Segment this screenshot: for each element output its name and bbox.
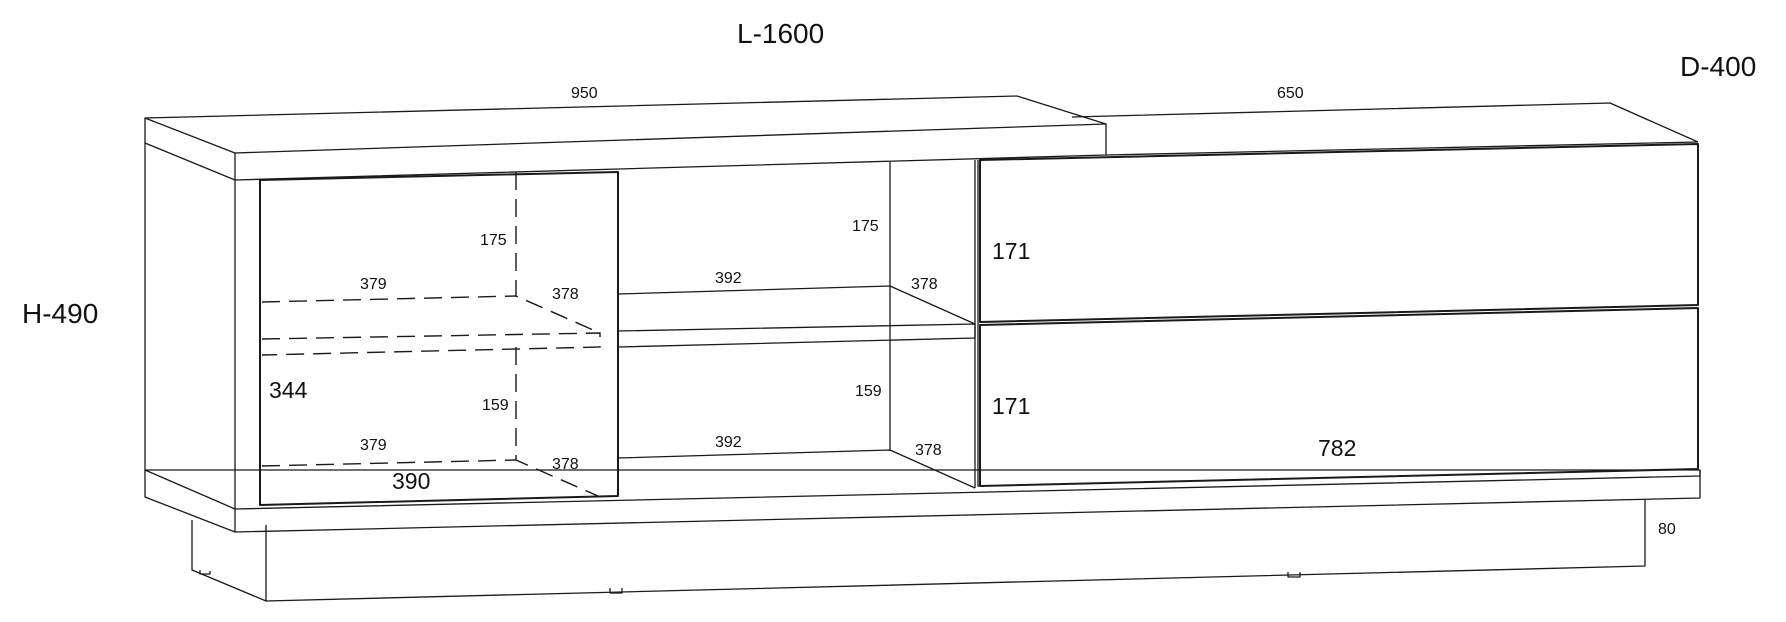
middle-compartment [617, 160, 976, 489]
left-shelf-depth-label: 378 [552, 286, 579, 303]
top-right-width-label: 650 [1277, 85, 1304, 102]
drawer-top-height-label: 171 [992, 238, 1030, 264]
left-shelf-width-label: 379 [360, 276, 387, 293]
middle-shelf-width-label: 392 [715, 270, 742, 287]
left-bottom-width-label: 379 [360, 437, 387, 454]
left-inner-height-label: 344 [269, 377, 308, 403]
plinth [191, 500, 1646, 602]
middle-upper-height-label: 175 [852, 218, 879, 235]
top-left-width-label: 950 [571, 85, 598, 102]
height-label: H-490 [22, 298, 98, 329]
depth-label: D-400 [1680, 51, 1756, 82]
drawer-top [979, 143, 1699, 323]
left-upper-height-label: 175 [480, 232, 507, 249]
middle-bottom-depth-label: 378 [915, 442, 942, 459]
left-bottom-depth-label: 378 [552, 456, 579, 473]
middle-bottom-width-label: 392 [715, 434, 742, 451]
drawer-bottom-height-label: 171 [992, 393, 1030, 419]
plinth-height-label: 80 [1658, 521, 1676, 538]
left-body [144, 95, 1107, 509]
drawer-bottom [979, 307, 1699, 487]
right-body-top [1071, 102, 1699, 156]
drawers [977, 143, 1699, 487]
drawer-width-label: 782 [1318, 435, 1356, 461]
middle-shelf-depth-label: 378 [911, 276, 938, 293]
length-label: L-1600 [737, 18, 824, 49]
middle-lower-height-label: 159 [855, 383, 882, 400]
bottom-slab [144, 469, 1701, 533]
left-door-width-label: 390 [392, 468, 430, 494]
left-lower-height-label: 159 [482, 397, 509, 414]
